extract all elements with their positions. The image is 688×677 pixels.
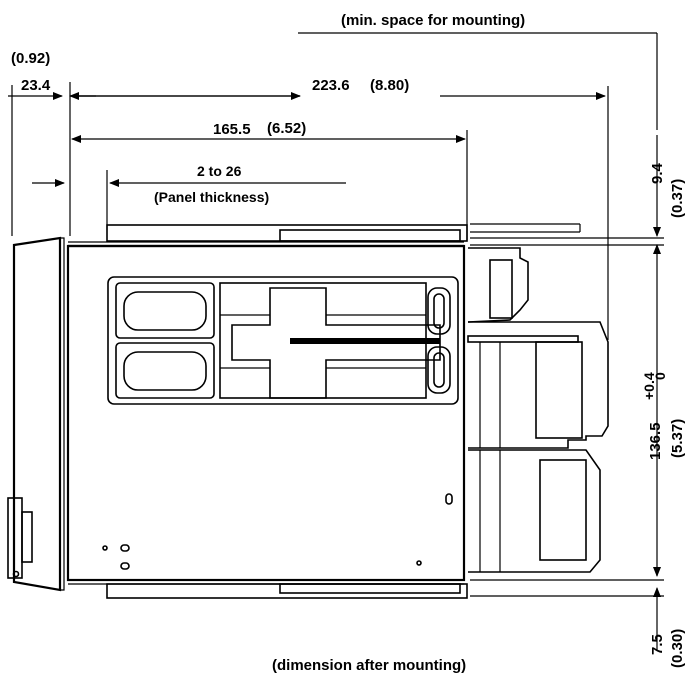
top-gap-inch-label: (0.37): [669, 179, 686, 218]
height-tol-minus-label: 0: [652, 372, 668, 380]
device-side-view: [7, 224, 609, 599]
bottom-gap-inch-label: (0.30): [669, 629, 686, 668]
dim-after-mounting-label: (dimension after mounting): [272, 657, 466, 674]
body-depth-inch-label: (6.52): [267, 120, 306, 137]
bezel-inch-label: (0.92): [11, 50, 50, 67]
label-panel: [107, 276, 459, 405]
total-depth-inch-label: (8.80): [370, 77, 409, 94]
panel-thickness-label: (Panel thickness): [154, 189, 269, 205]
height-inch-label: (5.37): [669, 419, 686, 458]
top-bracket: [106, 224, 468, 242]
total-depth-mm-label: 223.6: [312, 77, 350, 94]
bezel-mm-label: 23.4: [21, 77, 51, 94]
front-bezel: [12, 236, 62, 592]
body-depth-mm-label: 165.5: [213, 121, 251, 138]
height-mm-label: 136.5: [647, 422, 664, 460]
dimension-lines: [8, 32, 664, 650]
rear-terminal-block: [467, 247, 609, 573]
bottom-bracket: [106, 583, 468, 599]
panel-range-label: 2 to 26: [197, 163, 242, 179]
min-space-label: (min. space for mounting): [341, 12, 525, 29]
